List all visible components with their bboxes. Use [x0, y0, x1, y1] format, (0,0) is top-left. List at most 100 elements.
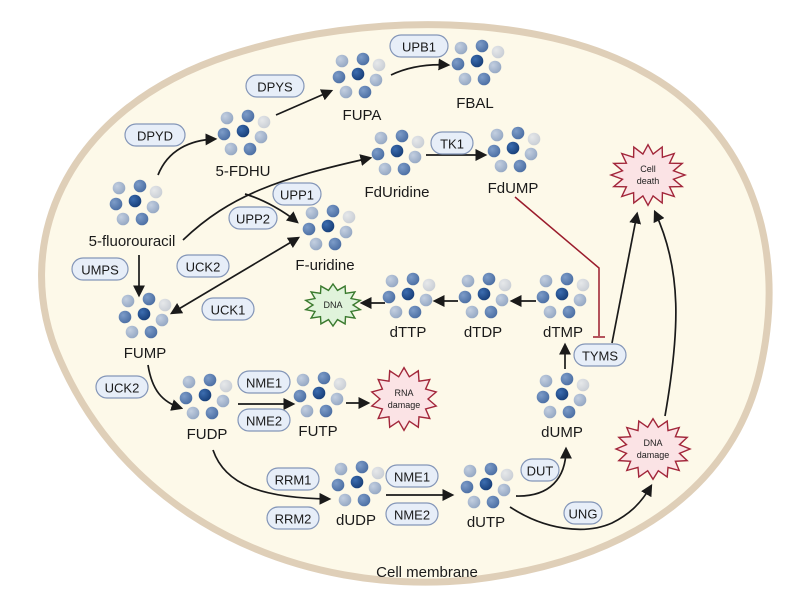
- enzyme-pill: [520, 458, 560, 482]
- bead: [338, 493, 352, 507]
- molecule-cluster-icon: [179, 373, 233, 420]
- molecule-dtdp[interactable]: dTDP: [458, 272, 512, 341]
- bead: [312, 386, 326, 400]
- cell: [38, 21, 773, 586]
- bead: [482, 272, 496, 286]
- bead: [241, 109, 255, 123]
- enzyme-dpys[interactable]: DPYS: [245, 74, 305, 98]
- enzyme-upb1[interactable]: UPB1: [389, 34, 449, 58]
- bead: [369, 73, 383, 87]
- bead: [422, 278, 436, 292]
- enzyme-pill: [95, 375, 149, 399]
- bead: [116, 212, 130, 226]
- bead: [536, 390, 550, 404]
- enzyme-upp2[interactable]: UPP2: [228, 206, 278, 230]
- arrow-fudp-to-dudp: [212, 449, 332, 505]
- bead: [560, 372, 574, 386]
- enzyme-pill: [176, 254, 230, 278]
- molecule-dttp[interactable]: dTTP: [382, 272, 436, 341]
- enzyme-label: UPP1: [280, 188, 314, 203]
- enzyme-umps[interactable]: UMPS: [71, 257, 129, 281]
- enzyme-uck1[interactable]: UCK1: [201, 297, 255, 321]
- molecule-futp[interactable]: FUTP: [293, 371, 347, 440]
- molecule-cluster-icon: [302, 204, 356, 251]
- bead: [296, 373, 310, 387]
- molecule-dump[interactable]: dUMP: [536, 372, 590, 441]
- enzyme-tyms[interactable]: TYMS: [573, 343, 627, 367]
- molecule-fudp[interactable]: FUDP: [179, 373, 233, 443]
- enzyme-nme2a[interactable]: NME2: [237, 408, 291, 432]
- molecule-label: dTMP: [543, 324, 583, 341]
- enzyme-rrm1[interactable]: RRM1: [266, 467, 320, 491]
- molecule-cluster-icon: [451, 39, 505, 86]
- arrow-fu-to-furid: [244, 193, 299, 224]
- bead: [484, 462, 498, 476]
- molecule-label: 5-fluorouracil: [89, 233, 176, 250]
- enzyme-nme1b[interactable]: NME1: [385, 464, 439, 488]
- bead: [487, 144, 501, 158]
- bead: [477, 72, 491, 86]
- outcome-label: damage: [637, 450, 670, 460]
- enzyme-label: NME2: [394, 508, 430, 523]
- bead: [355, 460, 369, 474]
- enzyme-label: TYMS: [582, 349, 618, 364]
- arrow-fdhu-to-fupa: [275, 89, 334, 116]
- molecule-cluster-icon: [536, 272, 590, 319]
- bead: [257, 115, 271, 129]
- bead: [385, 274, 399, 288]
- bead: [137, 307, 151, 321]
- bead: [371, 147, 385, 161]
- enzyme-pill: [272, 182, 322, 206]
- enzyme-uck2a[interactable]: UCK2: [176, 254, 230, 278]
- enzyme-nme1a[interactable]: NME1: [237, 370, 291, 394]
- enzyme-nme2b[interactable]: NME2: [385, 502, 439, 526]
- molecule-fu[interactable]: 5-fluorouracil: [89, 179, 176, 250]
- molecule-fbal[interactable]: FBAL: [451, 39, 505, 112]
- bead: [477, 287, 491, 301]
- molecule-fdump[interactable]: FdUMP: [487, 126, 541, 197]
- enzyme-pill: [266, 467, 320, 491]
- molecule-dtmp[interactable]: dTMP: [536, 272, 590, 341]
- bead: [408, 305, 422, 319]
- bead: [339, 225, 353, 239]
- enzyme-rrm2[interactable]: RRM2: [266, 506, 320, 530]
- molecule-dudp[interactable]: dUDP: [331, 460, 385, 529]
- bead: [254, 130, 268, 144]
- bead: [461, 274, 475, 288]
- bead: [328, 237, 342, 251]
- bead: [351, 67, 365, 81]
- bead: [155, 313, 169, 327]
- bead: [149, 185, 163, 199]
- bead: [389, 305, 403, 319]
- bead: [216, 394, 230, 408]
- enzyme-dpyd[interactable]: DPYD: [124, 123, 186, 147]
- bead: [451, 57, 465, 71]
- molecule-fupa[interactable]: FUPA: [332, 52, 386, 124]
- bead: [511, 126, 525, 140]
- enzyme-uck2b[interactable]: UCK2: [95, 375, 149, 399]
- enzyme-label: UPP2: [236, 212, 270, 227]
- enzyme-ung[interactable]: UNG: [563, 501, 603, 525]
- molecule-fdur[interactable]: FdUridine: [364, 129, 430, 201]
- molecule-label: FUMP: [124, 345, 167, 362]
- enzyme-pill: [563, 501, 603, 525]
- outcome-label: death: [637, 176, 660, 186]
- molecules-layer: 5-fluorouracil 5-FDHU FUPA FBAL FdUridine FdU…: [89, 39, 590, 531]
- enzyme-label: UMPS: [81, 263, 119, 278]
- molecule-fdhu[interactable]: 5-FDHU: [216, 109, 271, 180]
- molecule-fump[interactable]: FUMP: [118, 292, 172, 362]
- bead: [357, 493, 371, 507]
- molecule-cluster-icon: [331, 460, 385, 507]
- enzyme-dut[interactable]: DUT: [520, 458, 560, 482]
- bead: [182, 375, 196, 389]
- molecule-dutp[interactable]: dUTP: [460, 462, 514, 531]
- bead: [562, 305, 576, 319]
- enzyme-label: TK1: [440, 137, 464, 152]
- bead: [467, 495, 481, 509]
- bead: [118, 310, 132, 324]
- enzyme-tk1[interactable]: TK1: [430, 131, 474, 155]
- enzyme-upp1[interactable]: UPP1: [272, 182, 322, 206]
- molecule-furid[interactable]: F-uridine: [295, 204, 356, 274]
